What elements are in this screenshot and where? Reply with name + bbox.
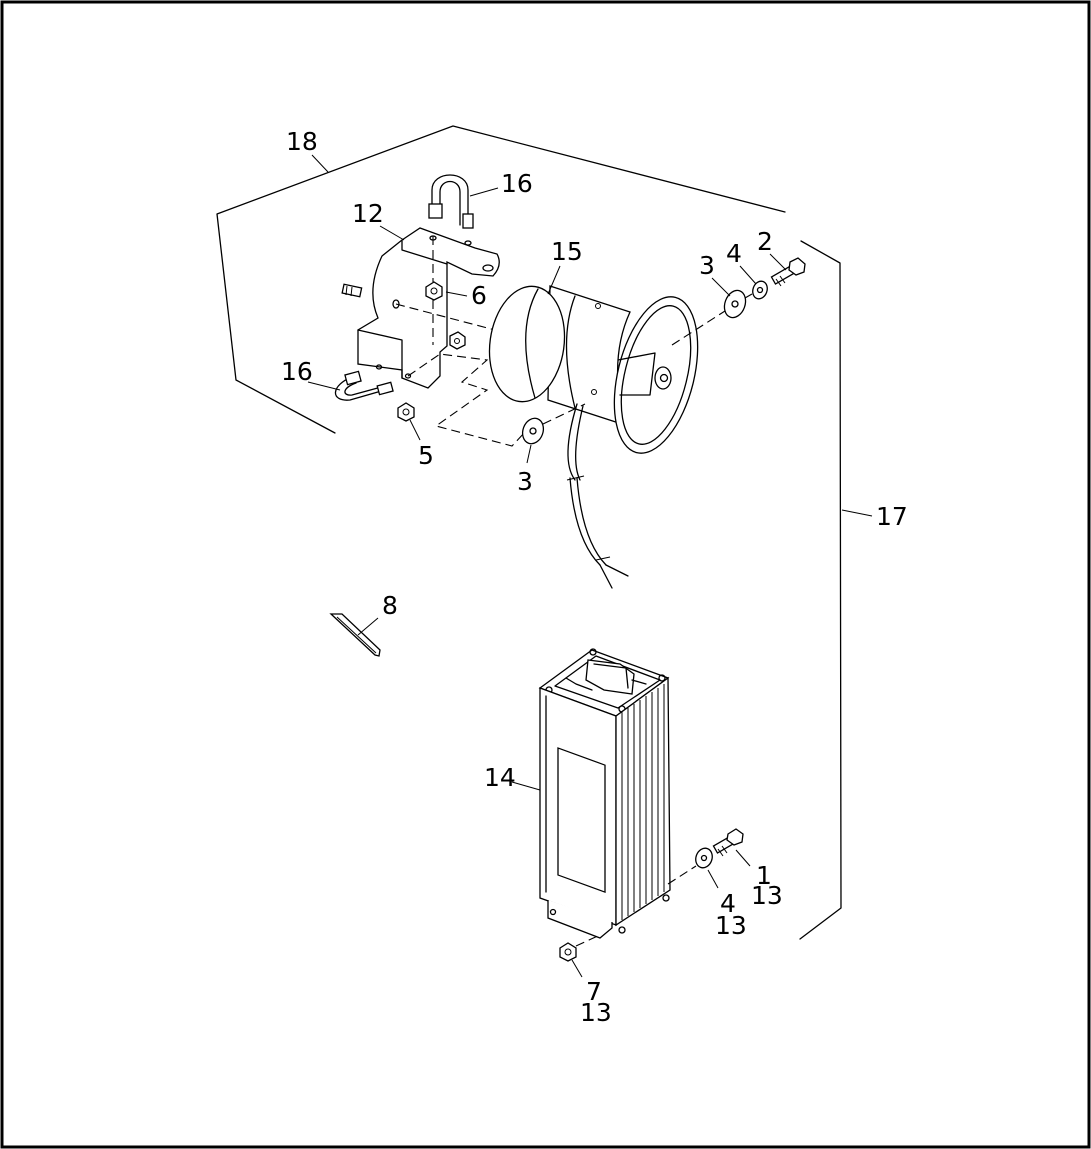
callout-13-c: 13 bbox=[580, 998, 612, 1027]
callout-16-lower: 16 bbox=[281, 357, 313, 386]
callout-5: 5 bbox=[418, 441, 434, 470]
callout-2: 2 bbox=[757, 227, 773, 256]
cable-tie bbox=[329, 613, 381, 657]
washer-3-lower bbox=[521, 403, 586, 445]
callout-18: 18 bbox=[286, 127, 318, 156]
callout-8: 8 bbox=[382, 591, 398, 620]
washer-4-upper bbox=[752, 280, 768, 300]
horn-speaker bbox=[488, 285, 699, 454]
callout-1: 1 bbox=[756, 861, 772, 890]
bolt-2 bbox=[770, 257, 806, 287]
callout-7: 7 bbox=[586, 977, 602, 1006]
nut-6-lower bbox=[449, 331, 466, 350]
callout-3-upper: 3 bbox=[699, 251, 715, 280]
washer-3-upper bbox=[723, 289, 747, 319]
callout-12: 12 bbox=[352, 199, 384, 228]
assembly-lines-upper bbox=[395, 236, 526, 447]
callout-17: 17 bbox=[876, 502, 908, 531]
horn-wires bbox=[566, 403, 629, 589]
washer-4-lower bbox=[695, 847, 713, 869]
assembly-line-washers bbox=[744, 293, 753, 299]
leader-lines bbox=[307, 154, 873, 978]
callout-13-a: 13 bbox=[751, 881, 783, 910]
assembly-line-horn-bolt bbox=[671, 310, 726, 346]
callout-15: 15 bbox=[551, 237, 583, 266]
control-module bbox=[538, 648, 671, 939]
nut-5 bbox=[397, 402, 415, 422]
bracket-screw bbox=[341, 283, 363, 298]
cooling-fins bbox=[621, 684, 665, 920]
callout-16-upper: 16 bbox=[501, 169, 533, 198]
callout-3-lower: 3 bbox=[517, 467, 533, 496]
callout-4-lower: 4 bbox=[720, 889, 736, 918]
u-bolt-upper bbox=[428, 174, 474, 229]
callout-labels: 18 16 12 15 2 4 3 6 16 5 3 17 8 14 1 13 … bbox=[281, 127, 908, 1027]
callout-6: 6 bbox=[471, 281, 487, 310]
mounting-bracket bbox=[357, 227, 500, 389]
group-bracket-18 bbox=[216, 125, 786, 434]
bolt-1 bbox=[712, 828, 744, 857]
callout-13-b: 13 bbox=[715, 911, 747, 940]
assembly-line-module-bolt bbox=[667, 865, 697, 885]
u-bolt-lower bbox=[334, 370, 394, 401]
callout-14: 14 bbox=[484, 763, 516, 792]
nut-6-upper bbox=[425, 281, 443, 301]
nut-7 bbox=[559, 934, 601, 962]
group-bracket-17 bbox=[799, 240, 842, 940]
callout-4-upper: 4 bbox=[726, 239, 742, 268]
